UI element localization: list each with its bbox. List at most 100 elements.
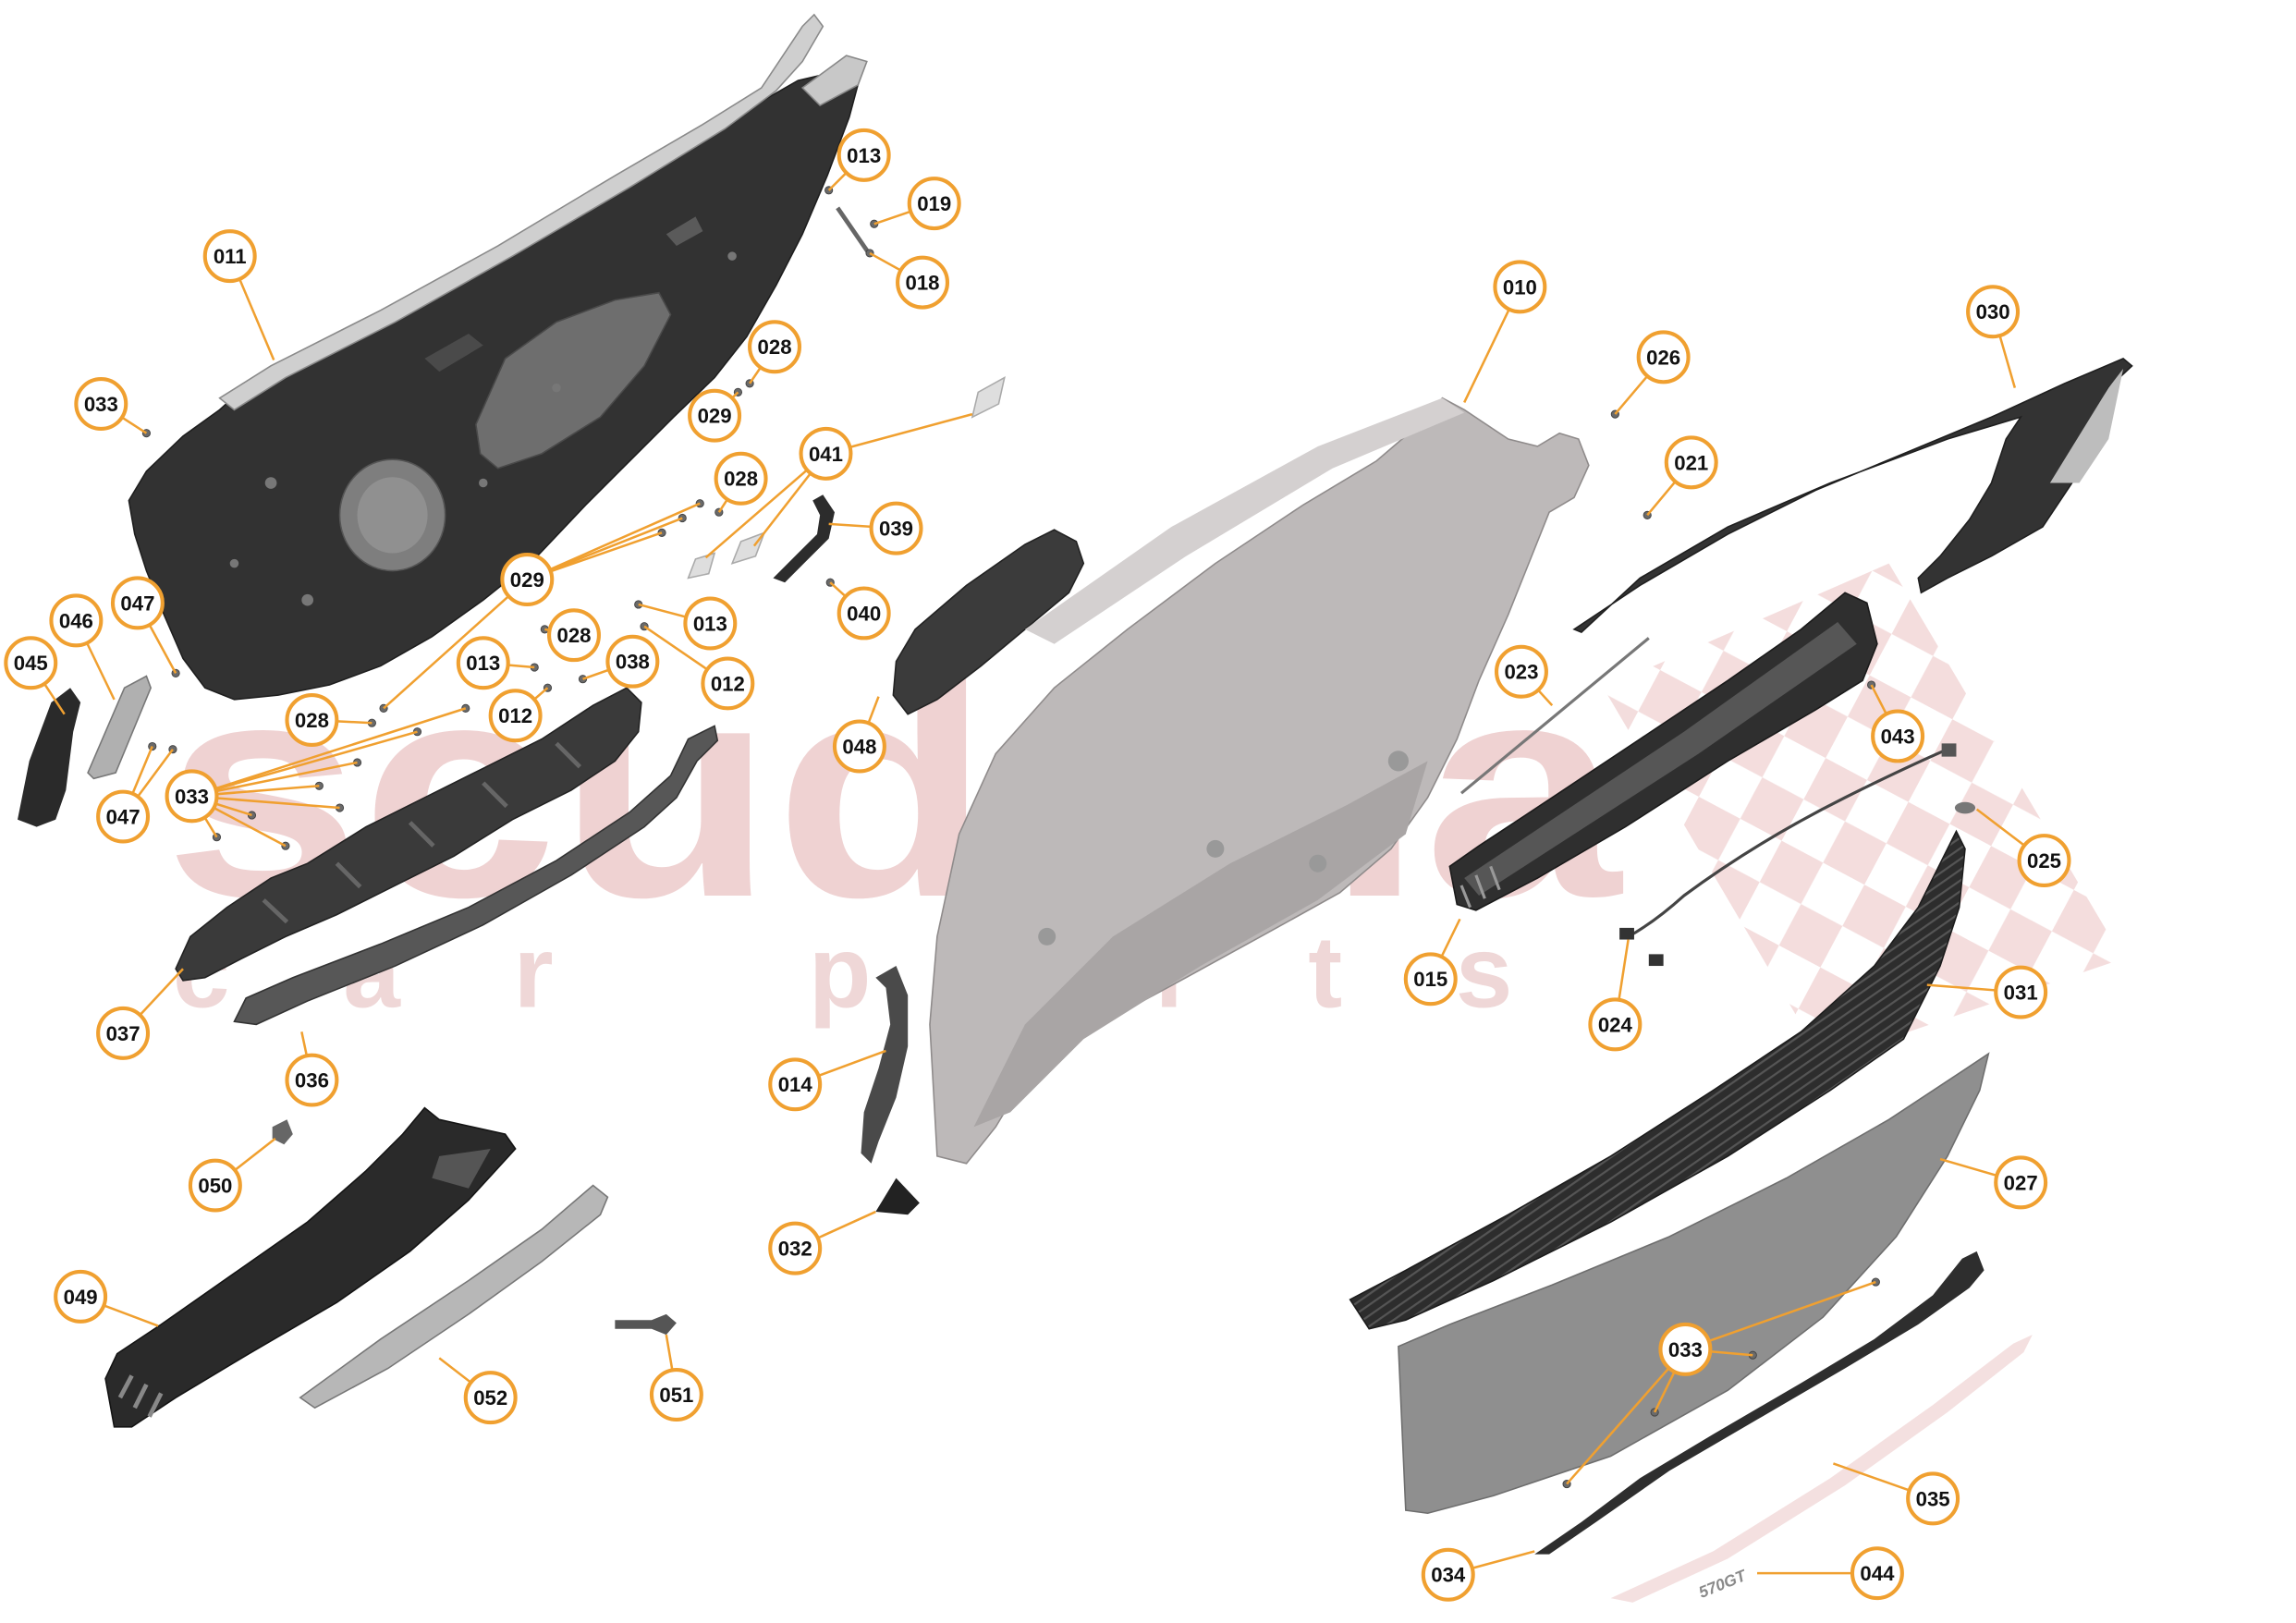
callout-number: 034 [1431,1564,1466,1587]
part-023-rod [1460,637,1650,795]
callouts: 0130190180110280290330410280390290400130… [4,128,2071,1602]
callout-number: 010 [1503,275,1537,299]
callout-047: 047 [96,789,151,844]
callout-circle [1494,644,1548,699]
callout-012: 012 [488,689,543,743]
callout-circle [456,636,510,690]
callout-circle [1994,965,2048,1019]
callout-circle [1850,1546,1904,1601]
callout-028: 028 [285,693,339,748]
callout-number: 029 [698,405,732,428]
callout-011: 011 [202,229,257,284]
callout-013: 013 [837,128,891,182]
leader-line [526,502,701,581]
part-035-strip [1610,1335,2033,1603]
callout-049: 049 [54,1269,108,1324]
callout-circle [1403,952,1458,1007]
callout-number: 037 [106,1022,140,1045]
callout-circle [4,636,58,690]
callout-021: 021 [1664,435,1718,490]
callout-039: 039 [869,501,923,555]
callout-circle [714,451,768,506]
callout-number: 033 [175,785,209,808]
callout-circle [837,128,891,182]
callout-number: 018 [906,272,940,295]
callout-circle [202,229,257,284]
callout-number: 052 [473,1386,507,1409]
callout-circle [1994,1155,2048,1210]
part-052-plate [299,1184,609,1409]
callout-number: 019 [917,192,951,215]
part-030-trim [1572,358,2133,633]
leader-line [383,579,529,710]
callout-circle [799,426,853,481]
callout-number: 046 [59,609,93,632]
callout-number: 025 [2027,849,2061,873]
callout-circle [688,388,742,443]
part-037-reinforcement [175,687,642,982]
callout-number: 033 [1668,1338,1703,1361]
callout-028: 028 [547,608,601,663]
callout-043: 043 [1871,709,1925,763]
part-048-pad [892,529,1085,715]
callout-037: 037 [96,1006,151,1060]
callout-026: 026 [1636,330,1691,384]
part-036-seal [233,725,719,1026]
part-041-pads [687,375,1006,580]
part-024-cable [1619,743,1957,967]
callout-041: 041 [799,426,853,481]
callout-circle [1664,435,1718,490]
callout-number: 043 [1881,725,1915,748]
callout-number: 036 [295,1068,329,1092]
callout-036: 036 [285,1053,339,1107]
callout-number: 028 [724,468,758,491]
part-032-cap [875,1178,920,1215]
callout-047: 047 [110,576,165,630]
callout-circle [165,769,219,824]
part-039-bracket [773,494,835,583]
part-045-bracket [18,688,81,827]
part-027-panel [1398,1052,1990,1515]
callout-number: 014 [778,1073,813,1096]
callout-circle [869,501,923,555]
leader-line [1684,1280,1876,1351]
part-010-door-trim-panel [929,397,1590,1165]
callout-034: 034 [1421,1547,1475,1602]
callout-circle [1493,260,1547,314]
callout-number: 027 [2004,1171,2038,1194]
callout-033: 033 [1658,1322,1713,1376]
callout-014: 014 [768,1057,823,1112]
callout-circle [1636,330,1691,384]
callout-circle [832,719,886,774]
callout-number: 021 [1674,451,1708,474]
callout-number: 013 [693,612,727,635]
callout-circle [96,1006,151,1060]
callout-circle [748,320,802,374]
callout-number: 028 [758,336,792,359]
callout-circle [1658,1322,1713,1376]
part-044-badge-text: 570GT [1696,1566,1750,1602]
callout-number: 045 [14,652,48,675]
part-051-bolt [615,1313,677,1336]
callout-number: 047 [120,592,154,615]
callout-number: 050 [198,1174,232,1197]
callout-013: 013 [456,636,510,690]
callout-015: 015 [1403,952,1458,1007]
callout-number: 051 [659,1384,693,1407]
callout-038: 038 [605,634,660,689]
callout-024: 024 [1588,997,1643,1052]
callout-019: 019 [907,177,961,231]
leader-line [191,730,418,798]
part-025-clip [1954,801,1976,814]
callout-number: 049 [64,1286,98,1309]
callout-number: 044 [1860,1562,1895,1585]
callout-circle [768,1057,823,1112]
leader-line [1566,1348,1687,1485]
callout-number: 041 [809,443,843,466]
callout-circle [2017,834,2071,888]
callout-circle [683,596,738,651]
callout-032: 032 [768,1221,823,1275]
callout-number: 032 [778,1238,812,1261]
callout-013: 013 [683,596,738,651]
part-door-inner-frame [128,13,868,701]
